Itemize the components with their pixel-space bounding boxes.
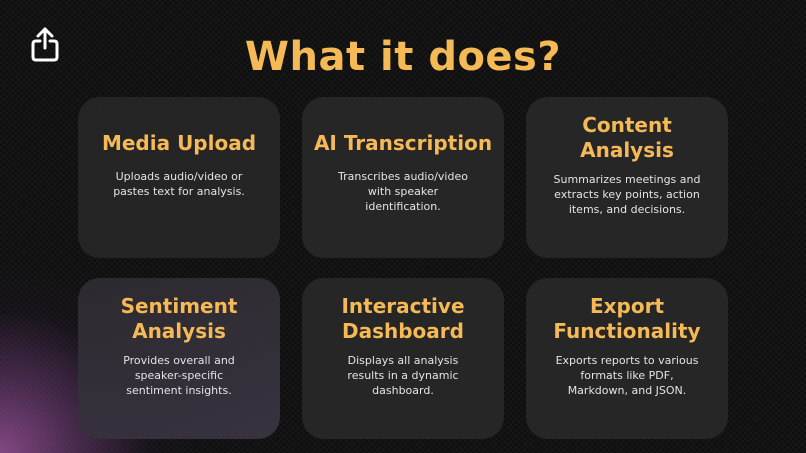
card-media-upload: Media Upload Uploads audio/video or past… bbox=[78, 97, 280, 258]
card-desc-line: with speaker bbox=[367, 185, 439, 198]
share-icon bbox=[31, 27, 59, 62]
card-desc-line: speaker-specific bbox=[134, 369, 224, 382]
card-desc-line: Summarizes meetings and bbox=[553, 173, 701, 186]
card-title: Export Functionality bbox=[553, 294, 700, 344]
card-desc-line: dashboard. bbox=[372, 384, 434, 397]
card-description: Displays all analysis results in a dynam… bbox=[347, 353, 458, 398]
card-content-analysis: Content Analysis Summarizes meetings and… bbox=[526, 97, 728, 258]
card-title-line: Dashboard bbox=[342, 319, 464, 343]
card-description: Provides overall and speaker-specific se… bbox=[123, 353, 235, 398]
card-title-line: Interactive bbox=[341, 294, 465, 318]
card-desc-line: items, and decisions. bbox=[568, 203, 686, 216]
card-interactive-dashboard: Interactive Dashboard Displays all analy… bbox=[302, 278, 504, 439]
card-title-line: Analysis bbox=[580, 138, 674, 162]
card-desc-line: Markdown, and JSON. bbox=[567, 384, 687, 397]
card-title-line: Analysis bbox=[132, 319, 226, 343]
card-desc-line: Provides overall and bbox=[123, 354, 235, 367]
card-export-functionality: Export Functionality Exports reports to … bbox=[526, 278, 728, 439]
card-desc-line: formats like PDF, bbox=[580, 369, 674, 382]
card-title-line: Media Upload bbox=[101, 131, 257, 155]
card-desc-line: pastes text for analysis. bbox=[113, 185, 245, 198]
card-desc-line: identification. bbox=[365, 200, 441, 213]
card-description: Uploads audio/video or pastes text for a… bbox=[113, 169, 245, 199]
card-desc-line: Uploads audio/video or bbox=[115, 170, 243, 183]
card-title: Content Analysis bbox=[580, 113, 674, 163]
card-description: Summarizes meetings and extracts key poi… bbox=[554, 172, 701, 217]
card-title: Media Upload bbox=[102, 131, 256, 156]
card-title-line: AI Transcription bbox=[313, 131, 493, 155]
card-title: AI Transcription bbox=[314, 131, 492, 156]
card-desc-line: results in a dynamic bbox=[347, 369, 459, 382]
card-desc-line: extracts key points, action bbox=[554, 188, 700, 201]
card-ai-transcription: AI Transcription Transcribes audio/video… bbox=[302, 97, 504, 258]
card-desc-line: Exports reports to various bbox=[555, 354, 699, 367]
card-description: Transcribes audio/video with speaker ide… bbox=[338, 169, 468, 214]
card-title: Interactive Dashboard bbox=[341, 294, 464, 344]
card-sentiment-analysis: Sentiment Analysis Provides overall and … bbox=[78, 278, 280, 439]
card-title: Sentiment Analysis bbox=[121, 294, 238, 344]
card-title-line: Export bbox=[589, 294, 665, 318]
page-title: What it does? bbox=[244, 34, 562, 80]
card-description: Exports reports to various formats like … bbox=[556, 353, 699, 398]
share-button[interactable] bbox=[30, 26, 60, 64]
card-desc-line: sentiment insights. bbox=[126, 384, 232, 397]
card-title-line: Functionality bbox=[553, 319, 701, 343]
card-desc-line: Transcribes audio/video bbox=[338, 170, 468, 183]
card-title-line: Content bbox=[582, 113, 672, 137]
card-title-line: Sentiment bbox=[120, 294, 238, 318]
card-desc-line: Displays all analysis bbox=[347, 354, 459, 367]
